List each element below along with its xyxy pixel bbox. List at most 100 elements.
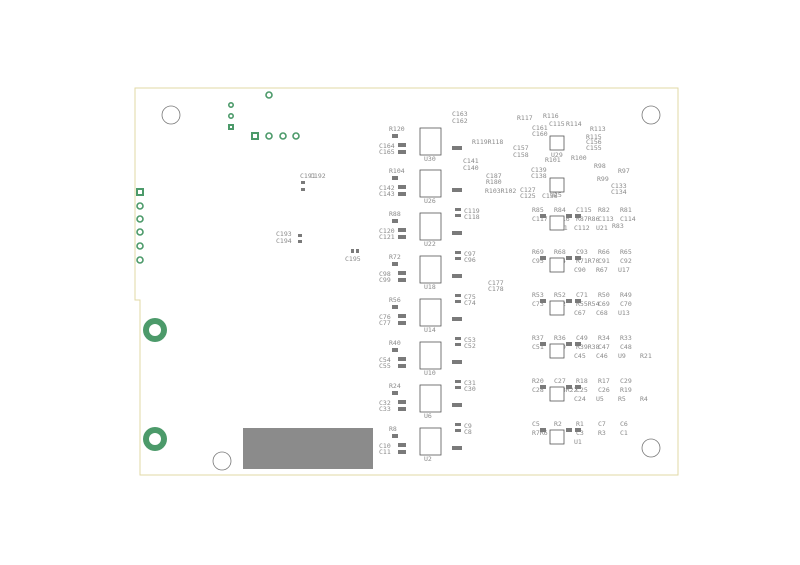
silk-label: U29 bbox=[551, 151, 563, 159]
keepout-area bbox=[243, 428, 373, 469]
silk-label: R68 bbox=[554, 248, 566, 256]
cap-pad bbox=[455, 380, 461, 383]
silk-label: C155 bbox=[586, 144, 602, 152]
ic-package bbox=[419, 255, 442, 284]
silk-label-cap: C10 bbox=[379, 442, 391, 450]
resistor-pad bbox=[392, 348, 398, 352]
board-outline bbox=[134, 87, 679, 476]
silk-label: C45 bbox=[574, 352, 586, 360]
silk-label: C141 bbox=[463, 157, 479, 165]
ic-package bbox=[549, 429, 565, 445]
pad bbox=[457, 231, 462, 235]
pad bbox=[575, 342, 581, 346]
silk-label: C93 bbox=[576, 248, 588, 256]
cap-pad bbox=[455, 208, 461, 211]
ic-package bbox=[419, 427, 442, 456]
silk-label-cap: C99 bbox=[379, 276, 391, 284]
pad bbox=[575, 385, 581, 389]
pad bbox=[452, 446, 457, 450]
cap-pad bbox=[398, 228, 406, 232]
silk-label: C127 bbox=[520, 186, 536, 194]
ic-package bbox=[419, 169, 442, 198]
resistor-pad bbox=[392, 262, 398, 266]
silk-label: C29 bbox=[620, 377, 632, 385]
silk-label: U1 bbox=[574, 438, 582, 446]
silk-label: C90 bbox=[574, 266, 586, 274]
silk-label-resistor: R104 bbox=[389, 167, 405, 175]
silk-label: R71R70 bbox=[576, 257, 600, 265]
silk-label: R49 bbox=[620, 291, 632, 299]
silk-label-cap: C76 bbox=[379, 313, 391, 321]
pad bbox=[452, 403, 457, 407]
copper-pad-large-hole bbox=[149, 433, 161, 445]
silk-label-cap: C75 bbox=[464, 293, 476, 301]
silk-label: R50 bbox=[598, 291, 610, 299]
cap-pad bbox=[398, 143, 406, 147]
silk-label: R7R6 bbox=[532, 429, 548, 437]
silk-label: R23R22 bbox=[554, 386, 578, 394]
silk-label: R33 bbox=[620, 334, 632, 342]
silk-label-cap: C33 bbox=[379, 405, 391, 413]
silk-label-cap: C118 bbox=[464, 213, 480, 221]
silk-label: C136 bbox=[542, 192, 558, 200]
silk-label: C115 bbox=[576, 206, 592, 214]
silk-label: R85 bbox=[532, 206, 544, 214]
cap-pad bbox=[398, 400, 406, 404]
silk-label: R20 bbox=[532, 377, 544, 385]
silk-label-cap: C98 bbox=[379, 270, 391, 278]
pad bbox=[457, 446, 462, 450]
silk-label-resistor: R120 bbox=[389, 125, 405, 133]
silk-label-cap: C193 bbox=[276, 230, 292, 238]
cap-pad bbox=[398, 150, 406, 154]
silk-label-ic: U22 bbox=[424, 240, 436, 248]
silk-label: C158 bbox=[513, 151, 529, 159]
cap-pad bbox=[398, 314, 406, 318]
silk-label-ic: U6 bbox=[424, 412, 432, 420]
silk-label: R117 bbox=[517, 114, 533, 122]
ic-package bbox=[419, 341, 442, 370]
resistor-pad bbox=[392, 305, 398, 309]
cap-pad bbox=[398, 235, 406, 239]
silk-label: R36 bbox=[554, 334, 566, 342]
silk-label: R82 bbox=[598, 206, 610, 214]
silk-label-cap: C143 bbox=[379, 190, 395, 198]
silk-label: R5 bbox=[618, 395, 626, 403]
silk-label: C139 bbox=[531, 166, 547, 174]
pad bbox=[540, 299, 546, 303]
silk-label: U25 bbox=[550, 191, 562, 199]
silk-label-ic: U10 bbox=[424, 369, 436, 377]
silk-label: R115 bbox=[586, 133, 602, 141]
silk-label: C71 bbox=[576, 291, 588, 299]
silk-label: U21 bbox=[596, 224, 608, 232]
silk-label: C28 bbox=[532, 386, 544, 394]
silk-label-resistor: R40 bbox=[389, 339, 401, 347]
silk-label: U13 bbox=[618, 309, 630, 317]
silk-label-cap: C11 bbox=[379, 448, 391, 456]
silk-label-cap: C53 bbox=[464, 336, 476, 344]
silk-label: C160 bbox=[532, 130, 548, 138]
cap-pad bbox=[455, 214, 461, 217]
silk-label: C114 bbox=[620, 215, 636, 223]
silk-label: R39R38 bbox=[576, 343, 600, 351]
silk-label: C115 bbox=[549, 120, 565, 128]
copper-pad-large-hole bbox=[149, 324, 161, 336]
silk-label: R3 bbox=[598, 429, 606, 437]
pad bbox=[457, 188, 462, 192]
silk-label-resistor: R88 bbox=[389, 210, 401, 218]
pin-header-horizontal bbox=[251, 91, 300, 140]
pad bbox=[575, 299, 581, 303]
silk-label: U17 bbox=[618, 266, 630, 274]
silk-label: R2 bbox=[554, 420, 562, 428]
silk-label: R19 bbox=[620, 386, 632, 394]
silk-label-cap: C9 bbox=[464, 422, 472, 430]
silk-label: C67 bbox=[574, 309, 586, 317]
cap-pad bbox=[455, 257, 461, 260]
silk-label-cap: C31 bbox=[464, 379, 476, 387]
ic-package bbox=[549, 343, 565, 359]
silk-label: C49 bbox=[576, 334, 588, 342]
silk-label: R114 bbox=[566, 120, 582, 128]
pad bbox=[540, 385, 546, 389]
silk-label: C26 bbox=[598, 386, 610, 394]
silk-label: C112 bbox=[574, 224, 590, 232]
silk-label-cap: C55 bbox=[379, 362, 391, 370]
